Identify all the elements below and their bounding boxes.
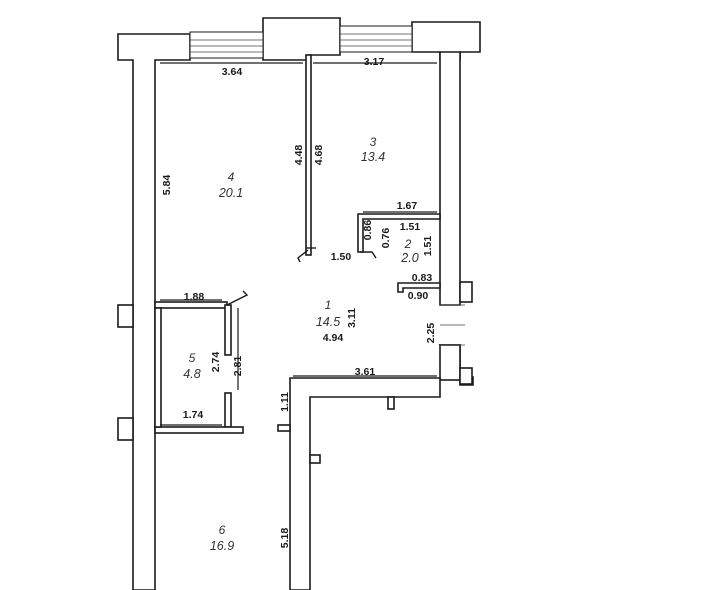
- dim-0-86: 0.86: [362, 220, 374, 241]
- dim-4-48: 4.48: [293, 145, 305, 166]
- dim-1-51-b: 1.51: [422, 236, 434, 257]
- wall-stub: [277, 424, 291, 432]
- door-swing: [226, 290, 249, 306]
- room-6-number: 6: [219, 523, 226, 537]
- dim-3-61: 3.61: [355, 366, 376, 378]
- corridor-wall: [289, 377, 441, 590]
- bathroom-bottom-wall: [397, 282, 441, 293]
- dim-2-81: 2.81: [232, 356, 244, 377]
- dim-4-94: 4.94: [323, 332, 344, 344]
- dim-3-64: 3.64: [222, 66, 243, 78]
- top-middle-pier: [262, 17, 341, 61]
- dim-0-76: 0.76: [380, 228, 392, 249]
- door-swing: [297, 249, 309, 263]
- room-2-number: 2: [404, 237, 412, 251]
- wall-stub: [459, 367, 473, 385]
- room-5-area: 4.8: [183, 367, 200, 381]
- dim-1-88: 1.88: [184, 291, 205, 303]
- dim-2-74: 2.74: [210, 352, 222, 373]
- dim-3-17: 3.17: [364, 56, 385, 68]
- room-5-number: 5: [189, 351, 196, 365]
- right-wall-block: [439, 344, 461, 381]
- dim-1-11: 1.11: [279, 392, 291, 412]
- room-3-area: 13.4: [361, 150, 385, 164]
- room5-left-wall: [154, 307, 162, 428]
- room-1-number: 1: [325, 298, 332, 312]
- bathroom-top-wall: [357, 213, 441, 253]
- dim-4-68: 4.68: [313, 145, 325, 166]
- room-6-area: 16.9: [210, 539, 234, 553]
- dim-3-11: 3.11: [346, 308, 358, 328]
- room5-right-wall-upper: [224, 304, 232, 356]
- partition-4-3: [305, 54, 312, 256]
- room-2-area: 2.0: [400, 251, 418, 265]
- wall-stub: [387, 396, 395, 410]
- dim-2-25: 2.25: [425, 323, 437, 344]
- dim-1-74: 1.74: [183, 409, 204, 421]
- room-3-number: 3: [370, 135, 377, 149]
- dim-5-18: 5.18: [279, 528, 291, 549]
- wall-stub: [309, 454, 321, 464]
- dim-1-67: 1.67: [397, 200, 418, 212]
- window-room-4: [189, 31, 264, 59]
- right-exterior-wall: [439, 51, 461, 306]
- dim-1-50: 1.50: [331, 251, 352, 263]
- room-labels: 1 14.5 2 2.0 3 13.4 4 20.1 5 4.8 6 16.9: [183, 135, 418, 553]
- wall-notch: [117, 304, 134, 328]
- dimension-lines: [160, 62, 437, 426]
- room5-bottom-wall: [154, 426, 244, 434]
- dimension-labels: 3.64 3.17 4.48 4.68 5.84 1.67 0.86 0.76 …: [161, 56, 437, 548]
- dim-0-90: 0.90: [408, 290, 429, 302]
- room-4-number: 4: [228, 170, 235, 184]
- room-1-area: 14.5: [316, 315, 340, 329]
- window-room-3: [339, 25, 413, 53]
- bathroom-door: [360, 251, 377, 259]
- dim-5-84: 5.84: [161, 175, 173, 196]
- windows: [189, 25, 413, 59]
- interior-walls: [154, 54, 441, 434]
- wall-stub: [459, 281, 473, 303]
- wall-notch: [117, 417, 134, 441]
- room-4-area: 20.1: [218, 186, 243, 200]
- dim-0-83: 0.83: [412, 272, 433, 284]
- room5-right-wall-lower: [224, 392, 232, 428]
- exterior-walls: [117, 17, 481, 590]
- dim-1-51-a: 1.51: [400, 221, 421, 233]
